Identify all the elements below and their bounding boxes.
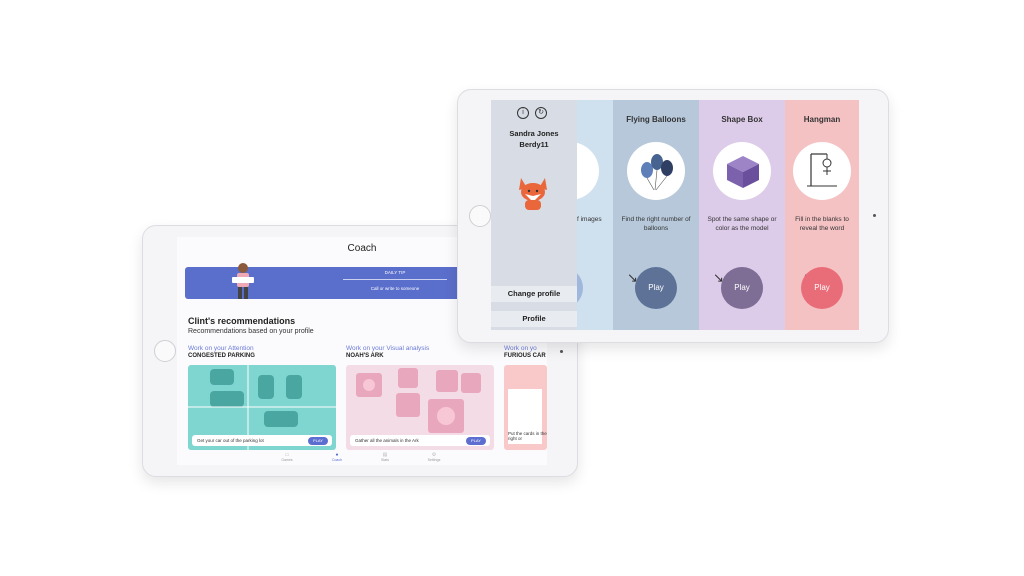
arrow-icon: ↘ — [713, 270, 724, 285]
card-caption: Get your car out of the parking lot PLAY — [192, 435, 332, 446]
card-game-name: NOAH'S ARK — [346, 353, 384, 359]
recommendations-subtitle: Recommendations based on your profile — [188, 328, 314, 335]
camera-dot — [560, 350, 563, 353]
page-title: Coach — [347, 243, 377, 254]
card-caption: Gather all the animals in the Ark PLAY — [350, 435, 490, 446]
sidebar-icons: i↻ — [517, 106, 553, 119]
game-title: Shape Box — [721, 115, 763, 124]
tab-stats[interactable]: ▤Stats — [370, 452, 400, 462]
change-profile-button[interactable]: Change profile — [491, 286, 577, 302]
profile-name: Sandra Jones Berdy11 — [491, 128, 577, 150]
game-column-hangman[interactable]: Hangman Fill in the blanks to reveal the… — [785, 100, 859, 330]
home-button[interactable] — [154, 340, 176, 362]
balloons-icon — [627, 142, 685, 200]
game-description: Spot the same shape or color as the mode… — [707, 216, 777, 232]
tip-divider — [343, 279, 447, 280]
game-column-shape-box[interactable]: Shape Box Spot the same shape or color a… — [699, 100, 785, 330]
info-icon[interactable]: i — [517, 107, 529, 119]
card-game-name: FURIOUS CAR — [504, 353, 546, 359]
tab-games[interactable]: ▭Games — [272, 452, 302, 462]
game-description: Fill in the blanks to reveal the word — [795, 216, 849, 232]
game-card[interactable]: Work on your Visual analysis NOAH'S ARK … — [346, 345, 494, 450]
play-button[interactable]: PLAY — [308, 436, 328, 445]
profile-button[interactable]: Profile — [491, 311, 577, 327]
games-screen: li f images Flying Balloons Find the rig… — [491, 100, 859, 330]
play-button[interactable]: PLAY — [466, 436, 486, 445]
game-title: Flying Balloons — [626, 115, 686, 124]
game-card[interactable]: Work on yo FURIOUS CAR Put the cards in … — [504, 345, 547, 450]
recommendations-title: Clint's recommendations — [188, 316, 296, 326]
tab-bar: ▭Games ●Coach ▤Stats ⚙Settings — [177, 451, 547, 465]
game-column-flying-balloons[interactable]: Flying Balloons Find the right number of… — [613, 100, 699, 330]
ark-game-image: Gather all the animals in the Ark PLAY — [346, 365, 494, 450]
games-icon: ▭ — [284, 452, 290, 458]
arrow-icon: ↘ — [627, 270, 638, 285]
game-card[interactable]: Work on your Attention CONGESTED PARKING… — [188, 345, 336, 450]
tip-text: Call or write to someone — [370, 286, 420, 291]
stats-icon: ▤ — [382, 452, 388, 458]
settings-icon: ⚙ — [431, 452, 437, 458]
coach-icon: ● — [335, 452, 339, 458]
profile-username: Berdy11 — [519, 140, 549, 149]
card-skill: Work on your Visual analysis — [346, 345, 430, 352]
game-title: Hangman — [803, 115, 841, 124]
tab-settings[interactable]: ⚙Settings — [419, 452, 449, 462]
home-button[interactable] — [469, 205, 491, 227]
game-description: Find the right number of balloons — [621, 216, 691, 232]
play-button[interactable]: Play — [801, 267, 843, 309]
fox-avatar-icon — [519, 178, 547, 210]
play-button[interactable]: Play — [721, 267, 763, 309]
tip-heading: DAILY TIP — [384, 270, 406, 275]
profile-sidebar: i↻ Sandra Jones Berdy11 Change profile P… — [491, 100, 577, 330]
furious-card-image: Put the cards in the right or — [504, 365, 547, 450]
camera-dot — [873, 214, 876, 217]
parking-game-image: Get your car out of the parking lot PLAY — [188, 365, 336, 450]
shape-box-icon — [713, 142, 771, 200]
card-skill: Work on yo — [504, 345, 537, 352]
refresh-icon[interactable]: ↻ — [535, 107, 547, 119]
tab-coach[interactable]: ●Coach — [322, 452, 352, 462]
game-description: f images — [577, 216, 602, 223]
card-game-name: CONGESTED PARKING — [188, 353, 255, 359]
play-button[interactable]: Play — [635, 267, 677, 309]
hangman-icon — [793, 142, 851, 200]
coach-avatar-icon — [232, 263, 254, 299]
card-skill: Work on your Attention — [188, 345, 254, 352]
